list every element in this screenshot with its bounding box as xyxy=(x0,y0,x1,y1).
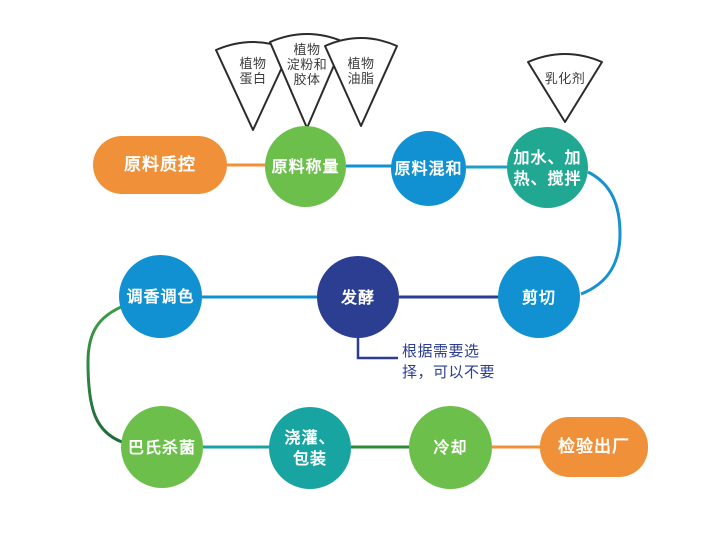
node-cooling: 冷却 xyxy=(409,406,492,489)
connector-fermentation-note xyxy=(356,338,398,360)
input-plant-oil-label: 植物 油脂 xyxy=(347,57,375,87)
node-material-weighing: 原料称量 xyxy=(265,126,346,207)
connector-heat-to-shear-curve xyxy=(580,170,622,296)
node-filling-packaging: 浇灌、 包装 xyxy=(269,407,351,489)
node-material-mixing: 原料混和 xyxy=(391,131,466,206)
node-pasteurization: 巴氏杀菌 xyxy=(121,406,203,488)
input-plant-protein-label: 植物 蛋白 xyxy=(239,57,267,87)
connector-flavor-to-pasteur-curve xyxy=(86,303,127,444)
input-plant-starch-colloid-label: 植物 淀粉和 胶体 xyxy=(286,43,328,88)
node-flavoring-coloring: 调香调色 xyxy=(119,255,202,338)
node-material-quality-control: 原料质控 xyxy=(93,136,227,194)
input-emulsifier-label: 乳化剂 xyxy=(544,72,586,87)
fan-shape-plant-oil xyxy=(324,37,398,127)
fermentation-note: 根据需要选 择，可以不要 xyxy=(402,342,496,381)
node-inspection-shipment: 检验出厂 xyxy=(540,417,648,477)
node-shearing: 剪切 xyxy=(498,256,580,338)
fan-shape-emulsifier xyxy=(527,53,603,123)
node-fermentation: 发酵 xyxy=(317,256,399,338)
node-add-water-heat-stir: 加水、加 热、搅拌 xyxy=(507,127,588,208)
